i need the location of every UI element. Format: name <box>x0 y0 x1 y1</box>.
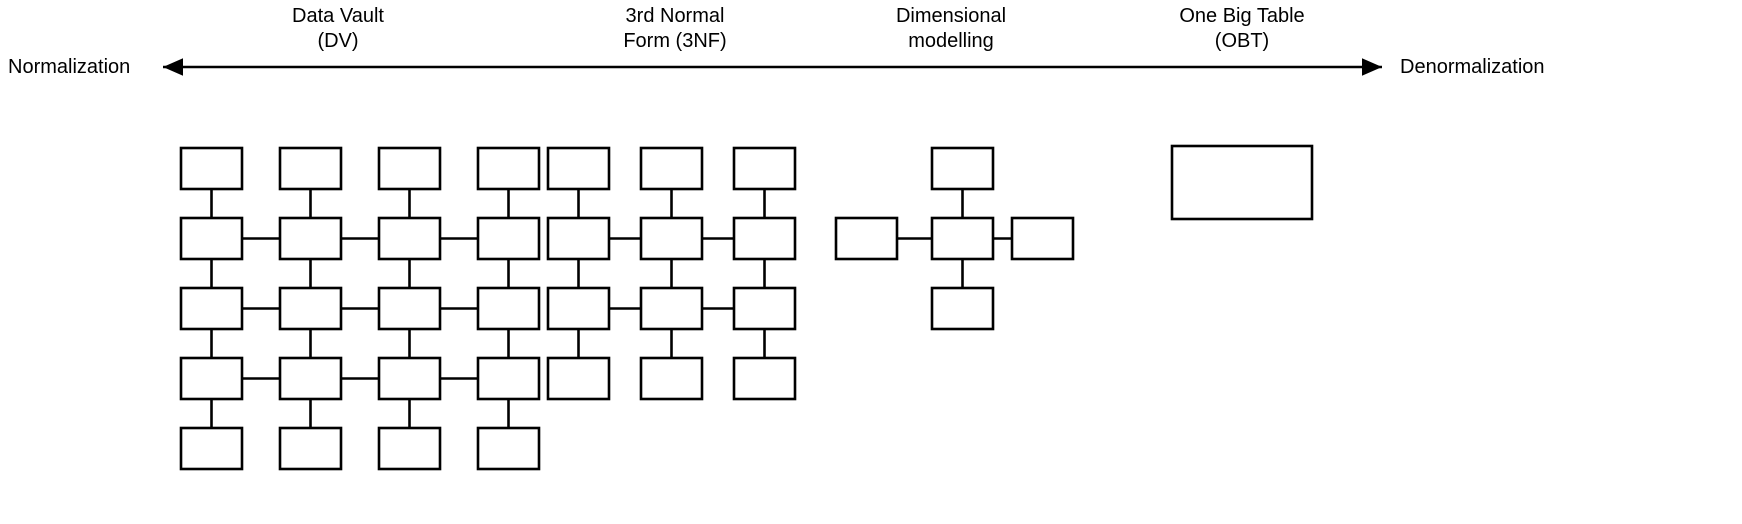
entity-box <box>377 426 442 471</box>
entity-box <box>377 286 442 331</box>
entity-box <box>732 286 797 331</box>
entity-box <box>179 286 244 331</box>
entity-box <box>639 286 704 331</box>
axis-label-denormalization: Denormalization <box>1400 56 1545 78</box>
entity-box <box>179 146 244 191</box>
entity-box <box>546 216 611 261</box>
entity-box <box>639 356 704 401</box>
axis-arrow-right <box>1362 58 1382 76</box>
entity-box <box>377 216 442 261</box>
axis-arrow-left <box>163 58 183 76</box>
stage-label-dimensional-modelling: Dimensional modelling <box>895 5 1007 52</box>
dimension-box <box>834 216 899 261</box>
entity-box <box>179 426 244 471</box>
model-dimensional <box>834 146 1075 331</box>
entity-box <box>278 426 343 471</box>
entity-box <box>476 146 541 191</box>
entity-box <box>546 356 611 401</box>
dimension-box <box>1010 216 1075 261</box>
model-third-normal-form <box>546 146 797 401</box>
model-one-big-table <box>1170 144 1314 221</box>
entity-box <box>732 216 797 261</box>
entity-box <box>278 216 343 261</box>
entity-box <box>732 146 797 191</box>
entity-box <box>639 146 704 191</box>
entity-box <box>476 286 541 331</box>
stage-label-3nf: 3rd Normal Form (3NF) <box>623 5 727 52</box>
entity-box <box>377 146 442 191</box>
entity-box <box>278 286 343 331</box>
entity-box <box>179 216 244 261</box>
axis-label-normalization: Normalization <box>8 56 131 78</box>
entity-box <box>278 146 343 191</box>
entity-box <box>732 356 797 401</box>
entity-box <box>476 426 541 471</box>
stage-label-one-big-table: One Big Table (OBT) <box>1179 5 1305 52</box>
entity-box <box>476 356 541 401</box>
entity-box <box>377 356 442 401</box>
entity-box <box>278 356 343 401</box>
fact-box <box>930 216 995 261</box>
entity-box <box>546 146 611 191</box>
stage-label-data-vault: Data Vault (DV) <box>292 5 384 52</box>
one-big-table-box <box>1170 144 1314 221</box>
entity-box <box>546 286 611 331</box>
entity-box <box>179 356 244 401</box>
dimension-box <box>930 286 995 331</box>
dimension-box <box>930 146 995 191</box>
entity-box <box>639 216 704 261</box>
entity-box <box>476 216 541 261</box>
model-data-vault <box>179 146 541 471</box>
